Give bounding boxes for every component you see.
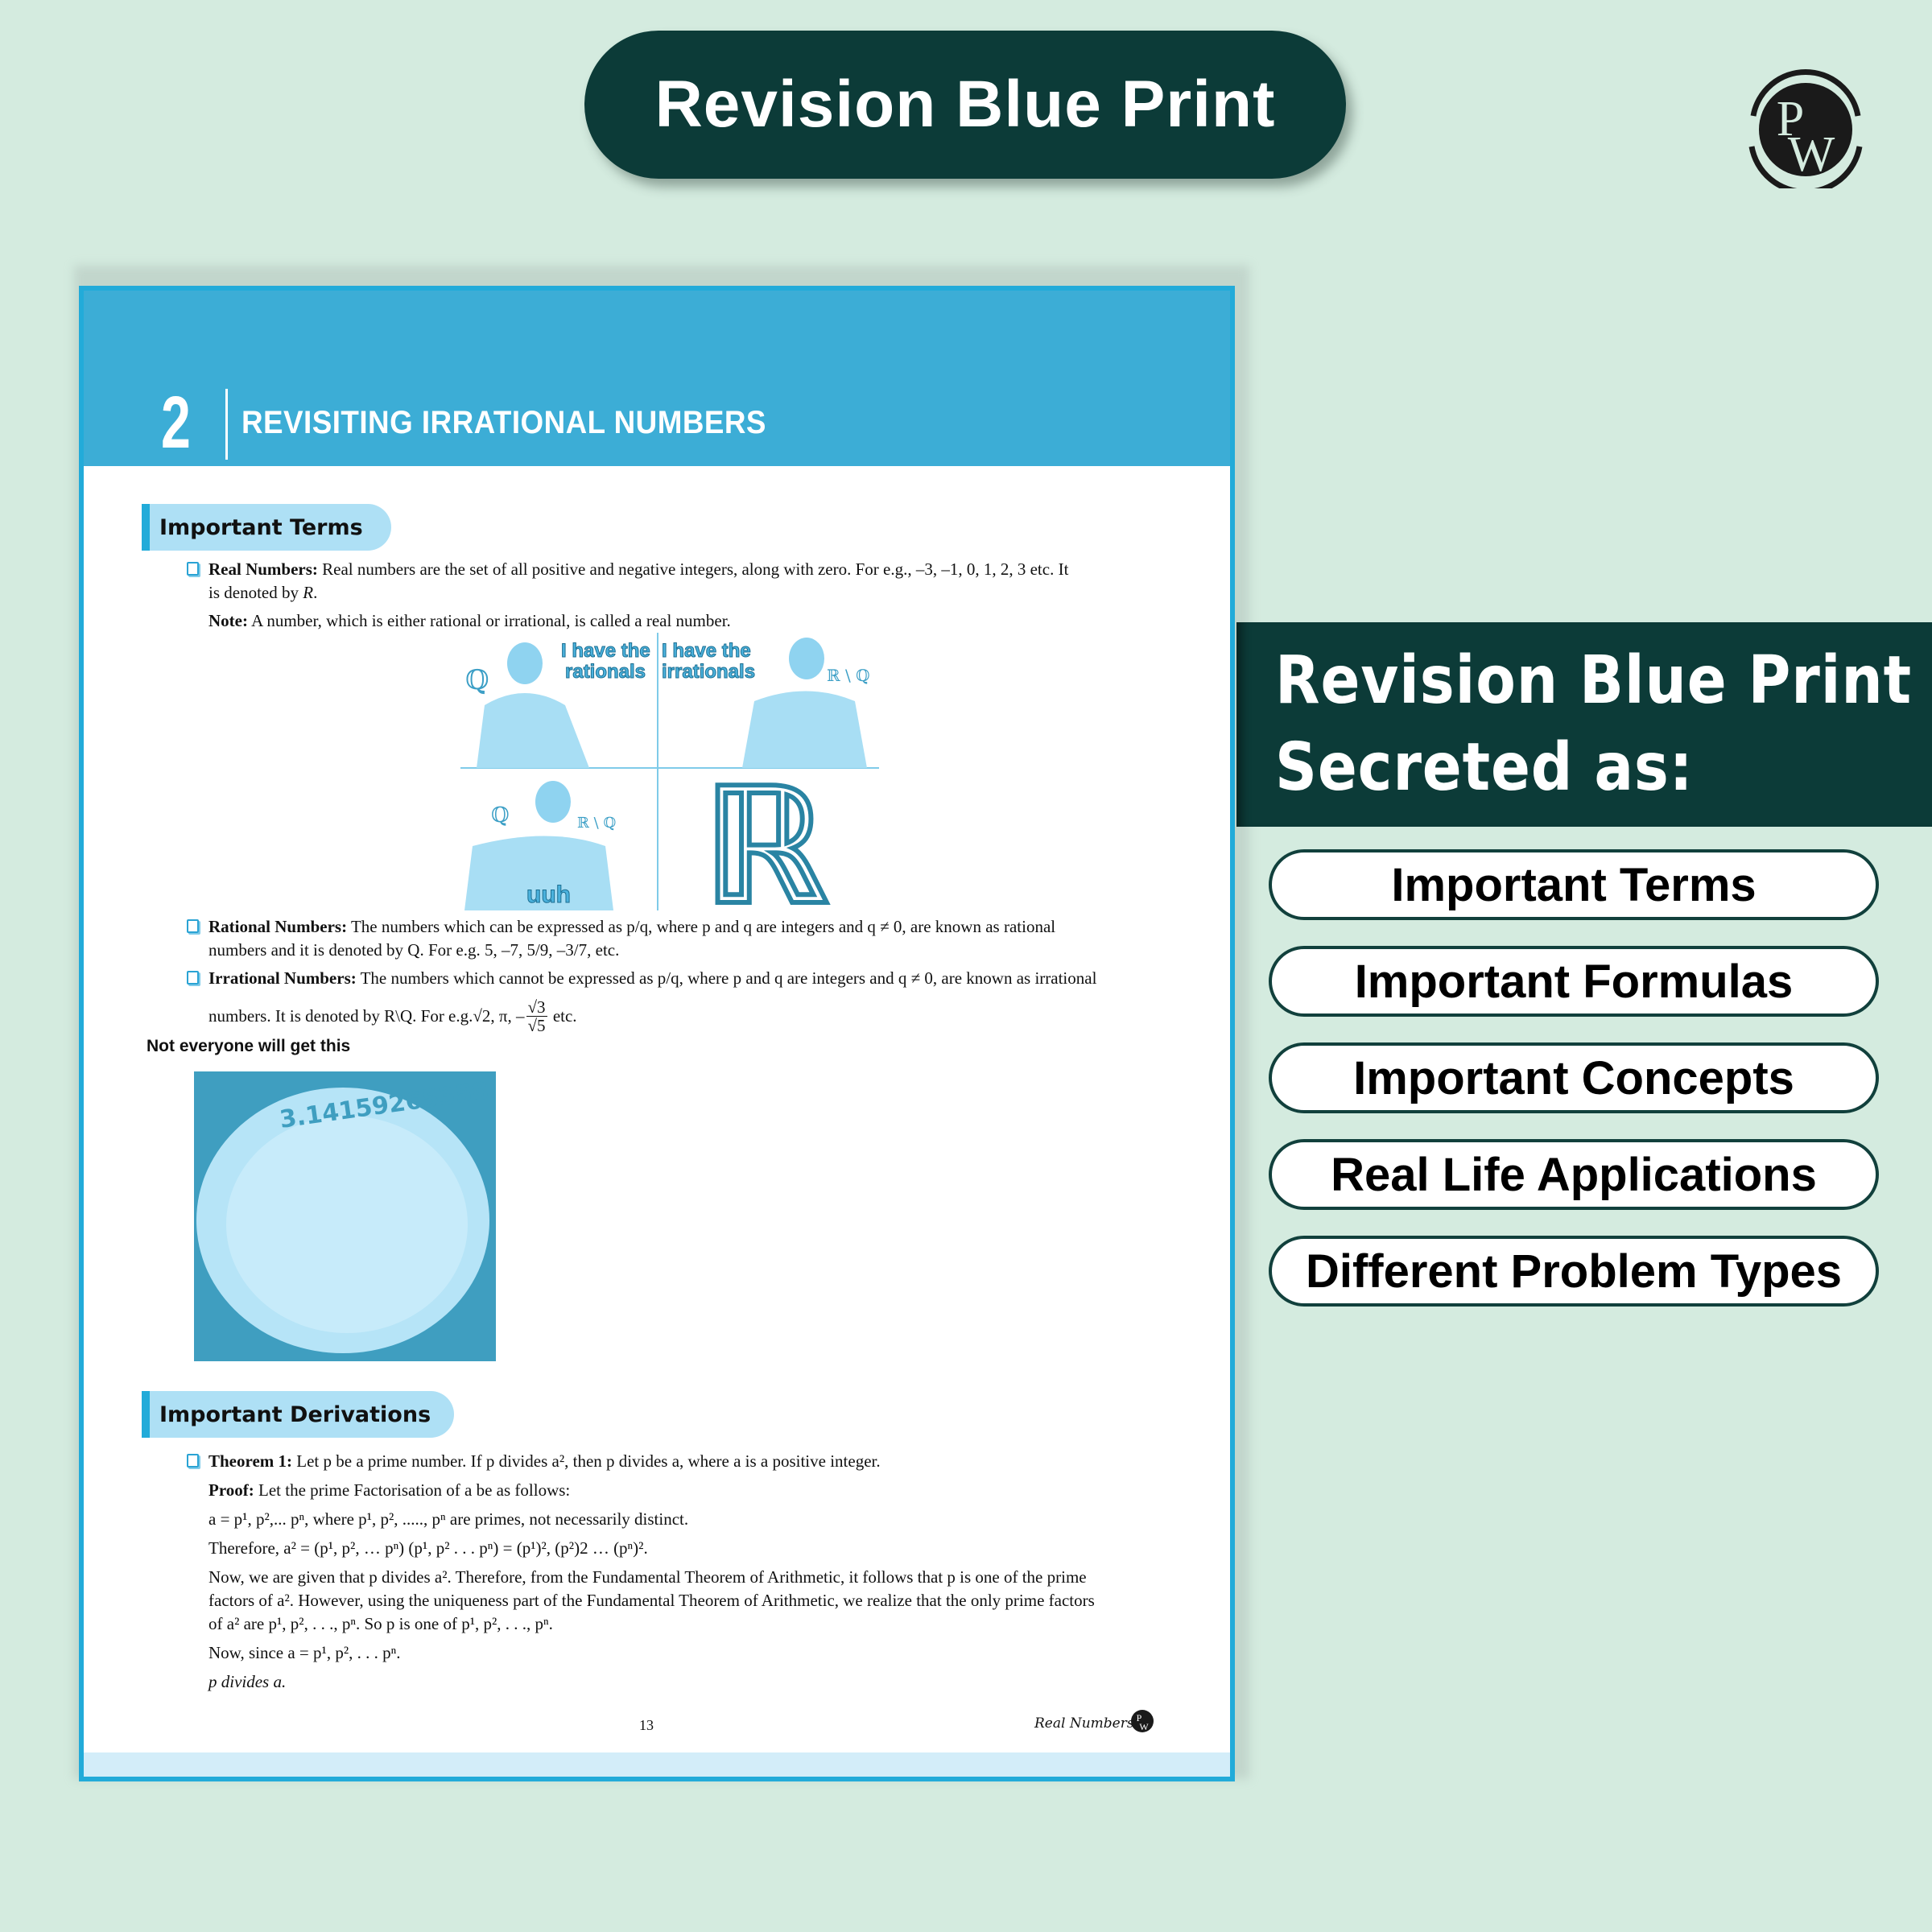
pw-logo-icon: P W [1748, 68, 1863, 188]
chapter-header [84, 291, 1230, 466]
feature-important-terms: Important Terms [1269, 849, 1879, 920]
fraction-denominator: √5 [527, 1016, 546, 1035]
fraction: √3 √5 [526, 998, 547, 1034]
svg-text:rationals: rationals [565, 661, 646, 683]
secreted-as-heading: Revision Blue Print Secreted as: [1236, 622, 1932, 827]
chapter-number: 2 [161, 382, 191, 464]
proof-label: Proof: [208, 1480, 254, 1500]
title-text: Revision Blue Print [654, 68, 1276, 141]
term-label: Irrational Numbers: [208, 968, 357, 988]
symbol-r: R [303, 583, 314, 602]
checkbox-bullet-icon [187, 1454, 199, 1468]
svg-text:P: P [1137, 1712, 1142, 1724]
checkbox-bullet-icon [187, 562, 199, 576]
footer-chapter-name: Real Numbers [1034, 1715, 1134, 1732]
svg-text:W: W [1788, 127, 1835, 182]
feature-important-concepts: Important Concepts [1269, 1042, 1879, 1113]
chapter-title: REVISITING IRRATIONAL NUMBERS [242, 405, 766, 440]
section-label: Important Terms [159, 514, 363, 540]
fraction-numerator: √3 [526, 997, 547, 1017]
theorem-label: Theorem 1: [208, 1451, 293, 1471]
svg-text:ℝ: ℝ [702, 760, 829, 910]
svg-text:W: W [1139, 1721, 1149, 1732]
svg-text:P: P [1777, 92, 1804, 147]
svg-text:ℝ \ ℚ: ℝ \ ℚ [577, 815, 616, 832]
feature-label: Different Problem Types [1305, 1245, 1843, 1298]
term-text: Real numbers are the set of all positive… [317, 559, 1069, 579]
feature-label: Important Formulas [1354, 955, 1794, 1008]
page-number: 13 [639, 1717, 654, 1733]
rationals-irrationals-meme-image: ℚ I have the rationals I have the irrati… [460, 633, 879, 910]
proof-line: Therefore, a² = (p¹, p², … pⁿ) (p¹, p² .… [208, 1538, 648, 1558]
svg-text:uuh: uuh [526, 881, 571, 908]
proof-line: factors of a². However, using the unique… [208, 1591, 1095, 1610]
proof-conclusion: p divides a. [208, 1672, 287, 1691]
document-page: 2 REVISITING IRRATIONAL NUMBERS Importan… [79, 286, 1235, 1781]
term-rational-numbers: Rational Numbers: The numbers which can … [187, 915, 1230, 962]
pi-pie-image: 3.14159265358979323846264338327 [194, 1071, 496, 1361]
proof-line: of a² are p¹, p², . . ., pⁿ. So p is one… [208, 1614, 553, 1633]
title-banner: Revision Blue Print [584, 31, 1346, 179]
heading-line-1: Revision Blue Print [1275, 642, 1912, 719]
feature-label: Real Life Applications [1331, 1148, 1817, 1201]
term-text: The numbers which cannot be expressed as… [356, 968, 1097, 988]
svg-text:ℚ: ℚ [491, 803, 510, 828]
checkbox-bullet-icon [187, 971, 199, 985]
pi-caption: Not everyone will get this [147, 1037, 351, 1055]
section-important-derivations: Important Derivations [142, 1391, 454, 1438]
feature-important-formulas: Important Formulas [1269, 946, 1879, 1017]
term-text: numbers. It is denoted by R\Q. For e.g. [208, 1006, 473, 1026]
term-text: etc. [548, 1006, 577, 1026]
proof-line: a = p¹, p²,... pⁿ, where p¹, p², ....., … [208, 1509, 689, 1529]
proof-line: Now, since a = p¹, p², . . . pⁿ. [208, 1643, 401, 1662]
theorem-text: Let p be a prime number. If p divides a²… [292, 1451, 881, 1471]
term-text: . [313, 583, 318, 602]
term-text: is denoted by [208, 583, 303, 602]
theorem-1: Theorem 1: Let p be a prime number. If p… [187, 1450, 1230, 1694]
note-label: Note: [208, 611, 248, 630]
chapter-divider [225, 389, 228, 460]
term-irrational-numbers: Irrational Numbers: The numbers which ca… [187, 967, 1230, 1034]
term-text: The numbers which can be expressed as p/… [347, 917, 1056, 936]
section-label: Important Derivations [159, 1402, 431, 1427]
example-sqrt2: √2 [473, 1006, 491, 1026]
checkbox-bullet-icon [187, 919, 199, 933]
example-pi: , π, – [490, 1006, 525, 1026]
term-label: Rational Numbers: [208, 917, 348, 936]
proof-text: Let the prime Factorisation of a be as f… [254, 1480, 571, 1500]
proof-line: Now, we are given that p divides a². The… [208, 1567, 1087, 1587]
svg-text:I have the: I have the [561, 640, 650, 662]
note-text: A number, which is either rational or ir… [247, 611, 731, 630]
svg-text:irrationals: irrationals [662, 661, 755, 683]
feature-label: Important Concepts [1353, 1051, 1794, 1104]
feature-different-problem-types: Different Problem Types [1269, 1236, 1879, 1307]
svg-text:ℝ \ ℚ: ℝ \ ℚ [827, 666, 870, 685]
heading-line-2: Secreted as: [1275, 729, 1694, 806]
feature-real-life-applications: Real Life Applications [1269, 1139, 1879, 1210]
term-real-numbers: Real Numbers: Real numbers are the set o… [187, 558, 1230, 633]
page-footer-band [84, 1752, 1230, 1777]
feature-label: Important Terms [1391, 858, 1757, 911]
section-important-terms: Important Terms [142, 504, 391, 551]
term-label: Real Numbers: [208, 559, 318, 579]
svg-text:I have the: I have the [662, 640, 751, 662]
term-text: numbers and it is denoted by Q. For e.g.… [208, 940, 620, 960]
pw-logo-small-icon: P W [1131, 1710, 1154, 1732]
svg-text:ℚ: ℚ [465, 664, 489, 696]
